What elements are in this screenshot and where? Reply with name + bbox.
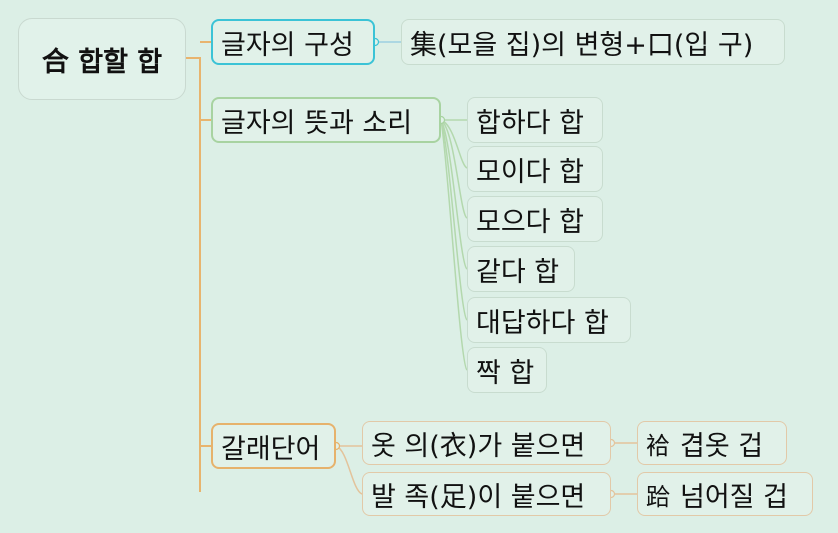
meaning-item[interactable]: 모이다 합 [467, 146, 603, 192]
meaning-item-label: 모이다 합 [476, 156, 584, 188]
derived-radical-clothes[interactable]: 옷 의(衣)가 붙으면 [362, 421, 611, 465]
derived-word-foot[interactable]: 跲 넘어질 겁 [637, 472, 813, 516]
derived-word-clothes[interactable]: 袷 겹옷 겁 [637, 421, 787, 465]
root-label: 合 합할 합 [41, 46, 163, 78]
derived-radical-clothes-label: 옷 의(衣)가 붙으면 [371, 430, 586, 462]
meaning-item[interactable]: 모으다 합 [467, 196, 603, 242]
meaning-item-label: 짝 합 [476, 357, 535, 389]
derived-word-foot-label: 넘어질 겁 [680, 481, 788, 513]
meaning-item[interactable]: 대답하다 합 [467, 297, 631, 343]
meaning-item-label: 모으다 합 [476, 206, 584, 238]
derived-radical-foot[interactable]: 발 족(足)이 붙으면 [362, 472, 611, 516]
meaning-item[interactable]: 짝 합 [467, 347, 547, 393]
derived-word-clothes-hanja: 袷 [646, 431, 670, 460]
derived-radical-foot-label: 발 족(足)이 붙으면 [371, 481, 586, 513]
root-node[interactable]: 合 합할 합 [18, 18, 186, 100]
derived-word-clothes-label: 겹옷 겁 [680, 430, 764, 462]
structure-detail-label: 集(모을 집)의 변형+口(입 구) [410, 29, 754, 61]
branch-meaning-sound-label: 글자의 뜻과 소리 [221, 107, 413, 139]
meaning-item[interactable]: 합하다 합 [467, 97, 603, 143]
branch-structure[interactable]: 글자의 구성 [211, 19, 375, 65]
structure-detail[interactable]: 集(모을 집)의 변형+口(입 구) [401, 19, 785, 65]
branch-meaning-sound[interactable]: 글자의 뜻과 소리 [211, 97, 441, 143]
meaning-item-label: 합하다 합 [476, 107, 584, 139]
derived-word-foot-hanja: 跲 [646, 482, 670, 511]
meaning-item-label: 대답하다 합 [476, 307, 609, 339]
meaning-item-label: 같다 합 [476, 256, 560, 288]
meaning-item[interactable]: 같다 합 [467, 246, 575, 292]
branch-derived-words-label: 갈래단어 [221, 433, 321, 465]
branch-derived-words[interactable]: 갈래단어 [211, 423, 336, 469]
branch-structure-label: 글자의 구성 [221, 29, 354, 61]
